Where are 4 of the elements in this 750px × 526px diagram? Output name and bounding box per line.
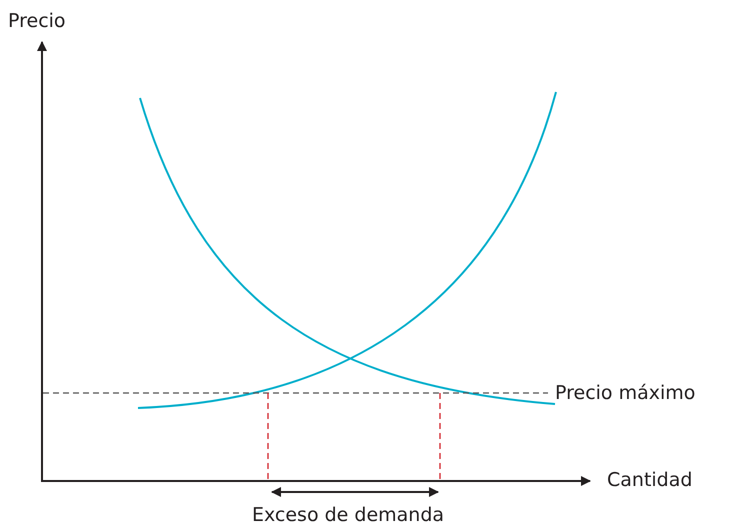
ceiling-label: Precio máximo bbox=[555, 382, 696, 405]
dimension-label: Exceso de demanda bbox=[252, 504, 444, 526]
axis-label: Cantidad bbox=[607, 469, 692, 492]
axis-label: Precio bbox=[8, 10, 66, 33]
